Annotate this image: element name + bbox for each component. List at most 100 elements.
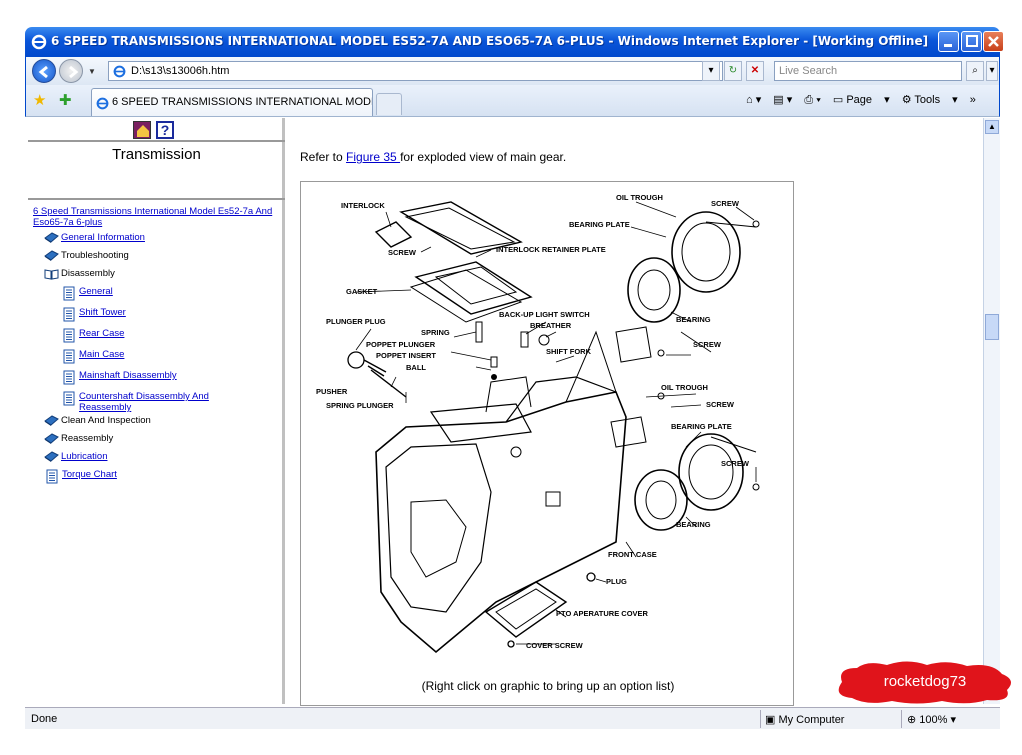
closed-book-icon — [44, 250, 59, 261]
label-spring-plunger: SPRING PLUNGER — [326, 401, 394, 410]
back-button[interactable] — [32, 59, 56, 83]
closed-book-icon — [44, 232, 59, 243]
toc-tree: 6 Speed Transmissions International Mode… — [33, 206, 281, 484]
toc-link[interactable]: Mainshaft Disassembly — [79, 370, 177, 381]
toc-item-lubrication[interactable]: Lubrication — [33, 451, 281, 463]
toc-item-disassembly[interactable]: Disassembly — [33, 268, 281, 280]
toc-link[interactable]: Main Case — [79, 349, 125, 360]
toc-root[interactable]: 6 Speed Transmissions International Mode… — [33, 206, 281, 228]
figure-caption: (Right click on graphic to bring up an o… — [421, 679, 675, 693]
label-shift-fork: SHIFT FORK — [546, 347, 592, 356]
label-cover-screw: COVER SCREW — [526, 641, 584, 650]
toc-link[interactable]: Torque Chart — [62, 469, 117, 480]
home-icon[interactable]: ⌂ ▾ — [746, 94, 762, 106]
scroll-thumb[interactable] — [985, 314, 999, 340]
zoom-icon: ⊕ — [907, 714, 920, 726]
command-bar: ⌂ ▾ ▤ ▾ ⎙ ▾ ▭ Page ▾ ⚙ Tools ▾ » — [746, 93, 985, 107]
search-icon[interactable]: ⌕ — [966, 61, 984, 81]
label-plunger-plug: PLUNGER PLUG — [326, 317, 386, 326]
label-plug: PLUG — [606, 577, 627, 586]
toc-link[interactable]: Lubrication — [61, 451, 108, 462]
close-button[interactable] — [983, 31, 1004, 52]
label-screw-mid2: SCREW — [706, 400, 735, 409]
ie-logo-icon — [31, 34, 47, 50]
add-favorite-icon[interactable]: ✚ — [59, 92, 72, 109]
closed-book-icon — [44, 433, 59, 444]
status-text: Done — [31, 713, 58, 725]
toc-item-main-case[interactable]: Main Case — [33, 349, 281, 364]
label-gasket: GASKET — [346, 287, 378, 296]
label-spring: SPRING — [421, 328, 450, 337]
minimize-button[interactable] — [938, 31, 959, 52]
label-ball: BALL — [406, 363, 426, 372]
favorites-star-icon[interactable]: ★ — [33, 92, 47, 109]
page-icon — [46, 469, 58, 484]
closed-book-icon — [44, 415, 59, 426]
toc-item-reassembly[interactable]: Reassembly — [33, 433, 281, 445]
label-pusher: PUSHER — [316, 387, 348, 396]
stop-icon[interactable]: ✕ — [746, 61, 764, 81]
refresh-icon[interactable]: ↻ — [724, 61, 742, 81]
figure-frame[interactable]: INTERLOCK SCREW GASKET INTERLOCK RETAINE… — [300, 181, 794, 706]
home-page-icon[interactable] — [133, 121, 151, 139]
label-oil-trough-mid: OIL TROUGH — [661, 383, 708, 392]
zoom-control[interactable]: ⊕ 100% ▾ — [907, 714, 956, 726]
toc-pane: ? Transmission 6 Speed Transmissions Int… — [28, 118, 285, 704]
label-bearing-plate-low: BEARING PLATE — [671, 422, 732, 431]
figure-link[interactable]: Figure 35 — [346, 150, 401, 164]
toc-item-general[interactable]: General — [33, 286, 281, 301]
history-dropdown-icon[interactable]: ▼ — [88, 67, 96, 76]
chevron-more-icon[interactable]: » — [969, 94, 976, 106]
toc-item-general-information[interactable]: General Information — [33, 232, 281, 244]
toc-icon-bar: ? — [28, 118, 285, 142]
tab-ie-icon — [96, 97, 109, 110]
toc-item-torque-chart[interactable]: Torque Chart — [33, 469, 281, 484]
toc-link[interactable]: General — [79, 286, 113, 297]
maximize-button[interactable] — [961, 31, 982, 52]
page-icon — [63, 307, 75, 322]
toc-link[interactable]: Rear Case — [79, 328, 125, 339]
toc-root-link[interactable]: 6 Speed Transmissions International Mode… — [33, 206, 273, 228]
vertical-scrollbar[interactable]: ▲ — [983, 118, 1000, 704]
toc-link[interactable]: Shift Tower — [79, 307, 126, 318]
label-bearing-plate-top: BEARING PLATE — [569, 220, 630, 229]
tab-label: 6 SPEED TRANSMISSIONS INTERNATIONAL MODE… — [112, 96, 372, 108]
label-bearing-top: BEARING — [676, 315, 711, 324]
page-menu[interactable]: ▭ Page ▾ — [832, 94, 890, 106]
status-bar: Done ▣ My Computer ⊕ 100% ▾ — [25, 707, 1000, 729]
toc-item-rear-case[interactable]: Rear Case — [33, 328, 281, 343]
toc-label: Reassembly — [61, 433, 114, 444]
toc-link[interactable]: General Information — [61, 232, 145, 243]
help-icon[interactable]: ? — [156, 121, 174, 139]
search-options-icon[interactable]: ▾ — [986, 61, 998, 81]
label-backup-switch: BACK-UP LIGHT SWITCH — [499, 310, 590, 319]
address-input[interactable]: D:\s13\s13006h.htm — [108, 61, 723, 81]
title-bar: 6 SPEED TRANSMISSIONS INTERNATIONAL MODE… — [25, 27, 1004, 57]
toc-item-shift-tower[interactable]: Shift Tower — [33, 307, 281, 322]
toc-title: Transmission — [112, 146, 201, 163]
zone-label: My Computer — [778, 714, 845, 726]
search-input[interactable]: Live Search — [774, 61, 962, 81]
label-poppet-plunger: POPPET PLUNGER — [366, 340, 436, 349]
label-front-case: FRONT CASE — [608, 550, 657, 559]
toc-link[interactable]: Countershaft Disassembly And Reassembly — [79, 391, 209, 413]
address-dropdown-icon[interactable]: ▾ — [702, 61, 720, 81]
label-bearing-low: BEARING — [676, 520, 711, 529]
toc-item-troubleshooting[interactable]: Troubleshooting — [33, 250, 281, 262]
toc-item-countershaft[interactable]: Countershaft Disassembly And Reassembly — [33, 391, 281, 413]
watermark-badge: rocketdog73 — [838, 661, 1011, 704]
exploded-view-figure[interactable]: INTERLOCK SCREW GASKET INTERLOCK RETAINE… — [316, 182, 776, 672]
toc-divider — [28, 198, 285, 200]
new-tab-button[interactable] — [376, 93, 402, 115]
toc-item-clean-inspection[interactable]: Clean And Inspection — [33, 415, 281, 427]
page-icon — [63, 349, 75, 364]
active-tab[interactable]: 6 SPEED TRANSMISSIONS INTERNATIONAL MODE… — [91, 88, 373, 116]
scroll-up-icon[interactable]: ▲ — [985, 120, 999, 134]
tools-menu[interactable]: ⚙ Tools ▾ — [901, 94, 958, 106]
print-icon[interactable]: ⎙ ▾ — [804, 94, 821, 106]
feeds-icon[interactable]: ▤ ▾ — [773, 94, 793, 106]
computer-icon: ▣ — [765, 714, 779, 726]
watermark-text: rocketdog73 — [884, 673, 967, 690]
forward-button[interactable] — [59, 59, 83, 83]
toc-item-mainshaft-disassembly[interactable]: Mainshaft Disassembly — [33, 370, 281, 385]
